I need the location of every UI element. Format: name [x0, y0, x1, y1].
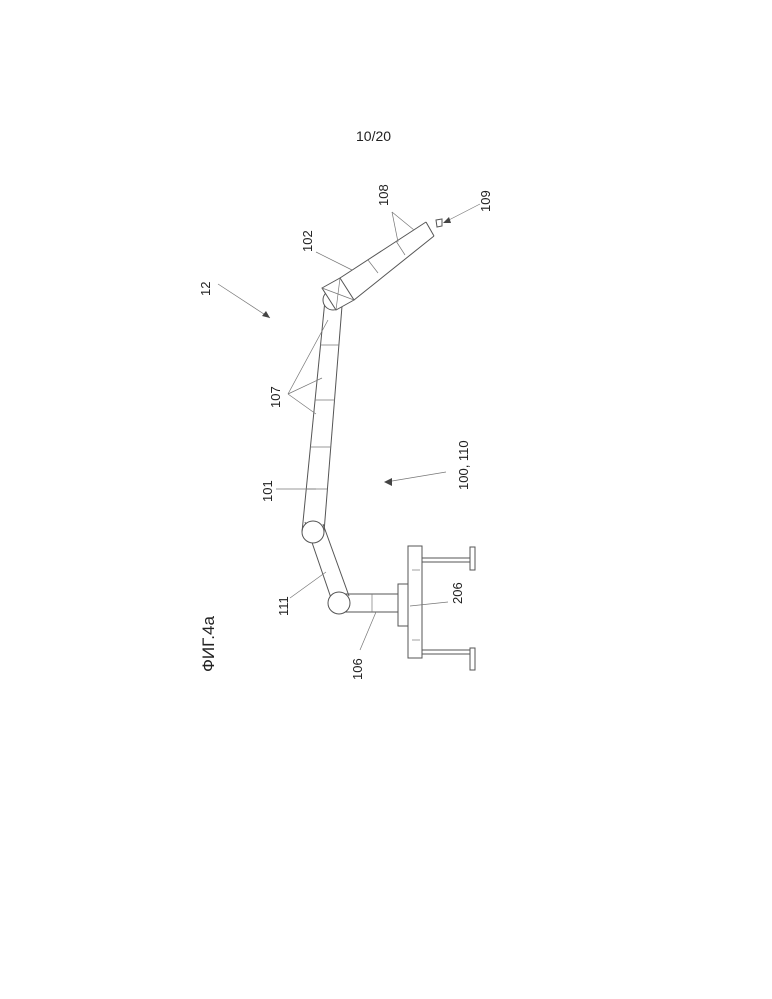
figure-caption: ФИГ.4а [199, 616, 218, 672]
label-100-110: 100, 110 [456, 440, 471, 490]
label-106: 106 [350, 658, 365, 680]
label-111: 111 [276, 596, 291, 616]
label-108: 108 [376, 184, 391, 206]
label-102: 102 [300, 230, 315, 252]
label-107: 107 [268, 386, 283, 408]
label-12: 12 [198, 282, 213, 296]
leader-lines [218, 204, 480, 650]
label-109: 109 [478, 190, 493, 212]
arm-111 [302, 521, 350, 614]
column-106 [343, 594, 398, 612]
base-plate [408, 546, 422, 658]
base-stand [398, 546, 475, 670]
boom-101 [302, 290, 343, 532]
label-206: 206 [450, 582, 465, 604]
boom-102 [322, 219, 442, 310]
label-101: 101 [260, 480, 275, 502]
base-flange [398, 584, 408, 626]
